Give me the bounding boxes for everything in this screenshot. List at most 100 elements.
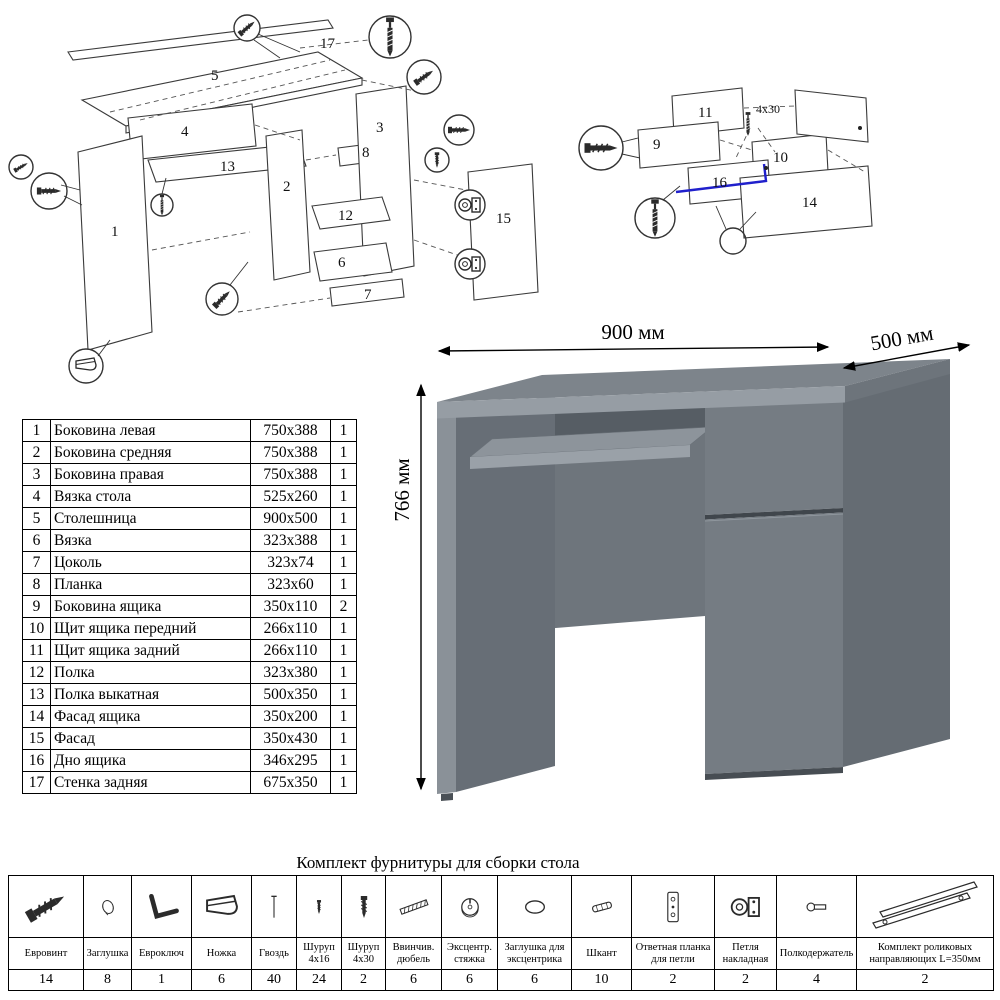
part-qty: 1 xyxy=(330,551,357,574)
part-name: Вязка стола xyxy=(50,485,251,508)
part-number: 9 xyxy=(22,595,51,618)
dimension-depth-label: 500 мм xyxy=(869,321,936,356)
roller-rail-highlight xyxy=(675,163,768,194)
part-label-11: 11 xyxy=(698,105,712,121)
panel-tie xyxy=(313,242,393,282)
part-name: Полка выкатная xyxy=(50,683,251,706)
part-name: Стенка задняя xyxy=(50,771,251,794)
hardware-item-dyubel: Ввинчив. дюбель 6 xyxy=(385,876,441,990)
desk-left-panel-inner xyxy=(456,394,555,792)
hardware-kit-table: Евровинт 14 Заглушка 8 Евроключ 1 Ножка … xyxy=(8,875,994,991)
table-row: 7 Цоколь 323x74 1 xyxy=(22,551,357,574)
part-number: 7 xyxy=(22,551,51,574)
part-label-17: 17 xyxy=(320,36,336,52)
panel-left-side xyxy=(77,135,153,351)
parts-list-table: 1 Боковина левая 750x388 1 2 Боковина ср… xyxy=(22,419,357,794)
part-qty: 1 xyxy=(330,507,357,530)
screw-size-note: 4x30 xyxy=(756,102,780,116)
panel-back-wall xyxy=(67,19,334,61)
part-qty: 1 xyxy=(330,485,357,508)
part-label-10: 10 xyxy=(773,150,788,166)
part-name: Цоколь xyxy=(50,551,251,574)
part-name: Боковина правая xyxy=(50,463,251,486)
part-label-16: 16 xyxy=(712,175,728,191)
hardware-kit-title: Комплект фурнитуры для сборки стола xyxy=(296,853,580,872)
part-size: 350x200 xyxy=(250,705,331,728)
part-number: 14 xyxy=(22,705,51,728)
dimension-width-arrow xyxy=(437,342,830,356)
hinge-icon xyxy=(730,896,760,917)
hardware-item-zaglushka: Заглушка 8 xyxy=(83,876,131,990)
part-name: Фасад ящика xyxy=(50,705,251,728)
callout-circle xyxy=(719,227,747,255)
part-qty: 1 xyxy=(330,617,357,640)
part-name: Боковина левая xyxy=(50,419,251,442)
dimension-height-label: 766 мм xyxy=(395,458,414,521)
part-label-2: 2 xyxy=(283,179,291,195)
table-row: 4 Вязка стола 525x260 1 xyxy=(22,485,357,508)
part-size: 500x350 xyxy=(250,683,331,706)
table-row: 2 Боковина средняя 750x388 1 xyxy=(22,441,357,464)
part-qty: 2 xyxy=(330,595,357,618)
part-size: 675x350 xyxy=(250,771,331,794)
part-number: 17 xyxy=(22,771,51,794)
screw-4x30-icon xyxy=(359,895,368,918)
part-name: Планка xyxy=(50,573,251,596)
part-number: 3 xyxy=(22,463,51,486)
hardware-item-evroklyuch: Евроключ 1 xyxy=(131,876,191,990)
hardware-item-petlya: Петля накладная 2 xyxy=(714,876,776,990)
desk-drawer-front xyxy=(705,400,843,515)
part-number: 12 xyxy=(22,661,51,684)
desk-left-panel-edge xyxy=(437,417,456,794)
part-number: 15 xyxy=(22,727,51,750)
part-label-8: 8 xyxy=(362,145,370,161)
part-qty: 1 xyxy=(330,441,357,464)
desk-top xyxy=(437,359,950,402)
part-label-12: 12 xyxy=(338,208,353,224)
table-row: 5 Столешница 900x500 1 xyxy=(22,507,357,530)
part-size: 266x110 xyxy=(250,639,331,662)
hexkey-icon xyxy=(148,893,179,919)
part-qty: 1 xyxy=(330,705,357,728)
part-qty: 1 xyxy=(330,573,357,596)
panel-drawer-side-right xyxy=(794,89,869,143)
hardware-item-shkant: Шкант 10 xyxy=(571,876,631,990)
table-row: 6 Вязка 323x388 1 xyxy=(22,529,357,552)
part-qty: 1 xyxy=(330,463,357,486)
part-number: 4 xyxy=(22,485,51,508)
part-size: 750x388 xyxy=(250,441,331,464)
hardware-item-zaglushka-excentrika: Заглушка для эксцентрика 6 xyxy=(497,876,571,990)
callout-circle xyxy=(68,348,104,384)
cap-icon xyxy=(101,899,114,915)
part-number: 1 xyxy=(22,419,51,442)
hardware-item-napravlyayushchie: Комплект роликовых направляющих L=350мм … xyxy=(856,876,993,990)
part-size: 266x110 xyxy=(250,617,331,640)
part-label-4: 4 xyxy=(181,124,189,140)
panel-drawer-facade xyxy=(739,165,873,239)
part-label-1: 1 xyxy=(111,224,119,240)
part-name: Боковина средняя xyxy=(50,441,251,464)
panel-shelf xyxy=(311,196,391,230)
cam-cap-icon xyxy=(524,899,545,914)
part-qty: 1 xyxy=(330,727,357,750)
table-row: 10 Щит ящика передний 266x110 1 xyxy=(22,617,357,640)
desk-foot xyxy=(441,793,453,801)
table-row: 14 Фасад ящика 350x200 1 xyxy=(22,705,357,728)
part-size: 346x295 xyxy=(250,749,331,772)
panel-drawer-side-left xyxy=(637,121,721,169)
part-name: Полка xyxy=(50,661,251,684)
part-name: Щит ящика передний xyxy=(50,617,251,640)
exploded-main-diagram: 17 5 4 3 13 8 2 12 15 1 6 7 xyxy=(8,14,539,384)
table-row: 11 Щит ящика задний 266x110 1 xyxy=(22,639,357,662)
part-name: Боковина ящика xyxy=(50,595,251,618)
part-size: 350x430 xyxy=(250,727,331,750)
part-size: 323x380 xyxy=(250,661,331,684)
dimension-width-label: 900 мм xyxy=(601,320,664,344)
table-row: 12 Полка 323x380 1 xyxy=(22,661,357,684)
part-name: Столешница xyxy=(50,507,251,530)
part-size: 323x60 xyxy=(250,573,331,596)
hardware-item-eurovint: Евровинт 14 xyxy=(9,876,83,990)
hardware-item-excentrik: Эксцентр. стяжка 6 xyxy=(441,876,497,990)
part-number: 6 xyxy=(22,529,51,552)
part-size: 750x388 xyxy=(250,463,331,486)
